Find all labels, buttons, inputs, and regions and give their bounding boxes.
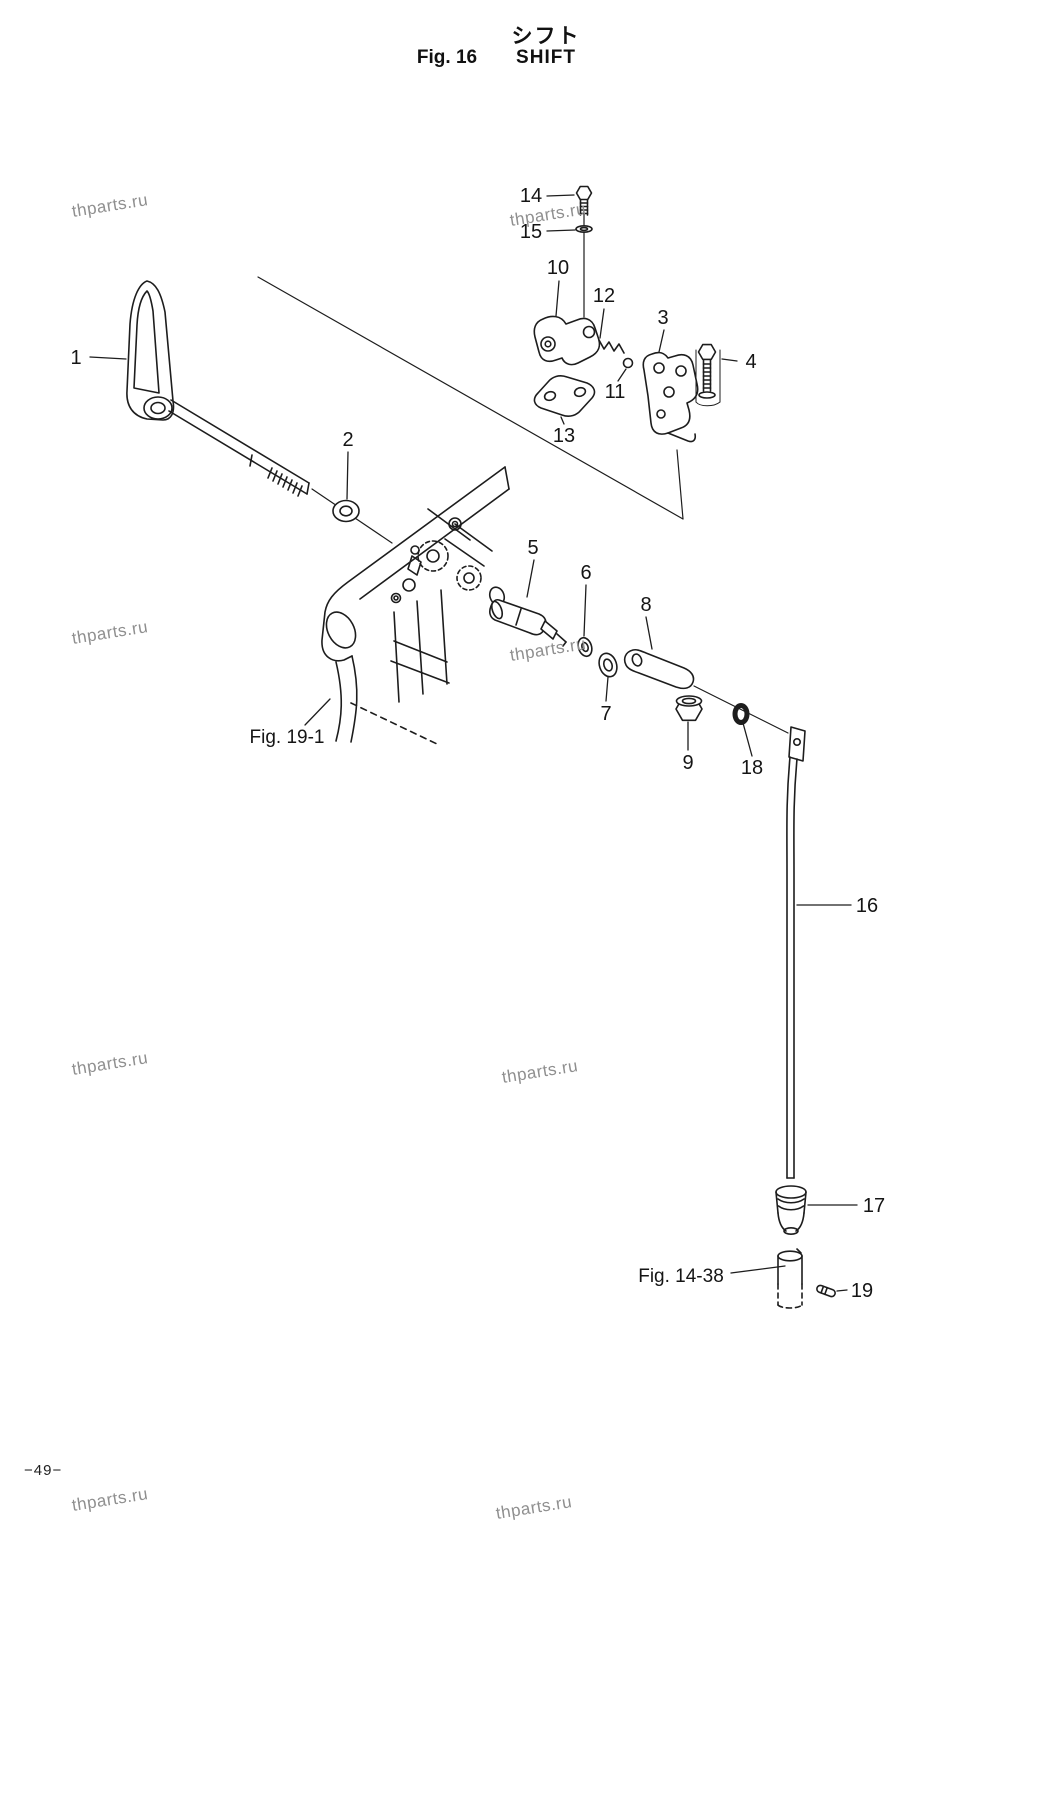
part-9-nut xyxy=(675,695,703,722)
callout-10: 10 xyxy=(546,257,570,279)
part-13-gasket xyxy=(533,375,596,417)
part-16-shift-rod xyxy=(786,726,806,1179)
part-19-pin xyxy=(816,1284,836,1298)
callout-4: 4 xyxy=(745,351,757,373)
part-3-mount-bracket xyxy=(642,351,699,443)
callout-9: 9 xyxy=(682,752,694,774)
callout-11: 11 xyxy=(604,381,626,403)
callout-5: 5 xyxy=(527,537,539,559)
fig-14-38-tube xyxy=(777,1248,803,1309)
callout-12: 12 xyxy=(592,285,616,307)
part-2-bushing xyxy=(332,499,360,523)
callout-leader-lines xyxy=(89,194,858,1292)
page-number: −49− xyxy=(24,1462,63,1479)
callout-18: 18 xyxy=(740,757,764,779)
callout-13: 13 xyxy=(552,425,576,447)
part-4-bolt xyxy=(695,343,721,407)
reference-fig-14-38: Fig. 14-38 xyxy=(638,1266,724,1287)
callout-3: 3 xyxy=(657,307,669,329)
callout-7: 7 xyxy=(600,703,612,725)
part-7-washer xyxy=(598,652,618,678)
callout-15: 15 xyxy=(519,221,543,243)
engine-block-outline xyxy=(321,466,510,745)
figure-number-label: Fig. 16 xyxy=(416,47,478,68)
callout-6: 6 xyxy=(580,562,592,584)
part-14-bolt xyxy=(575,185,593,216)
part-12-spring xyxy=(598,339,625,354)
part-10-bracket xyxy=(533,315,601,366)
part-11-ball xyxy=(622,357,634,369)
callout-17: 17 xyxy=(862,1195,886,1217)
part-6-washer xyxy=(577,636,593,658)
page-title-japanese: シフト xyxy=(511,25,581,48)
part-5-pin xyxy=(489,598,567,647)
reference-fig-19-1: Fig. 19-1 xyxy=(249,727,325,748)
callout-16: 16 xyxy=(855,895,879,917)
part-8-link-arm xyxy=(623,648,695,690)
callout-2: 2 xyxy=(342,429,354,451)
callout-1: 1 xyxy=(70,347,82,369)
page-title: SHIFT xyxy=(516,47,576,68)
part-15-washer xyxy=(575,225,593,234)
callout-8: 8 xyxy=(640,594,652,616)
callout-19: 19 xyxy=(850,1280,874,1302)
part-1-shift-lever xyxy=(126,280,310,497)
part-18-seal-ring xyxy=(732,703,750,725)
callout-14: 14 xyxy=(519,185,543,207)
part-17-grommet xyxy=(775,1185,807,1236)
